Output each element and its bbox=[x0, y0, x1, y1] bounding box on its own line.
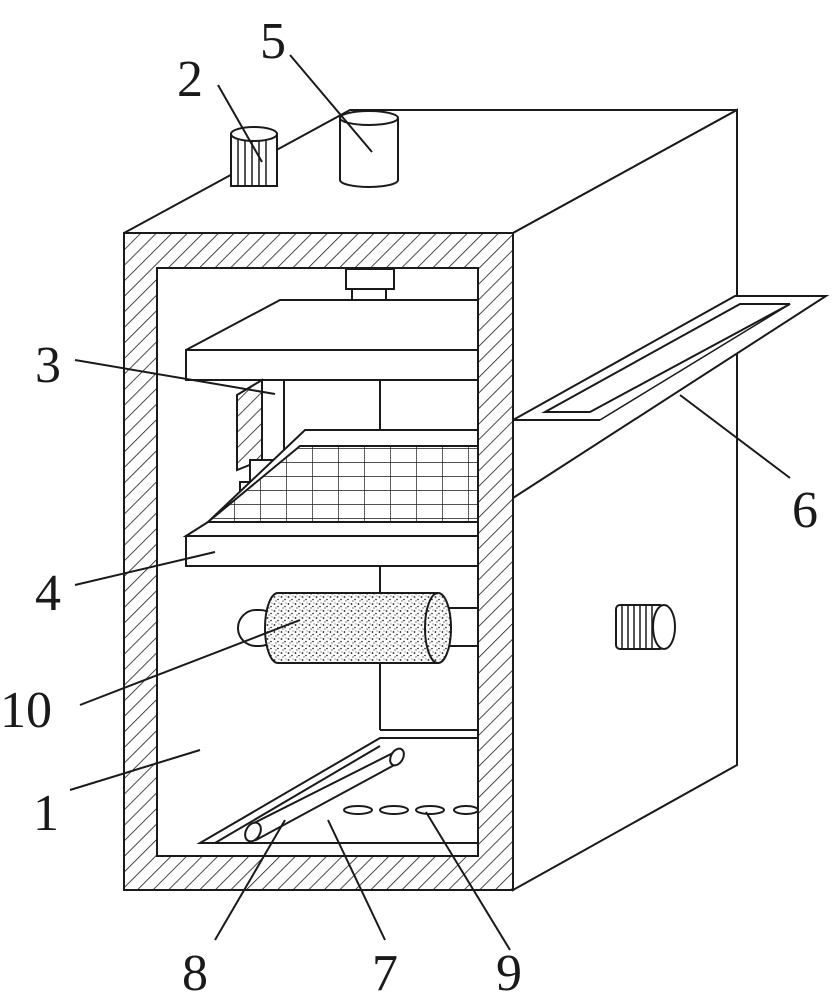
side-chute bbox=[512, 295, 830, 500]
label-10: 10 bbox=[0, 682, 52, 739]
label-9: 9 bbox=[496, 945, 522, 1000]
label-8: 8 bbox=[182, 945, 208, 1000]
cabinet-body bbox=[123, 108, 738, 892]
leader-lines bbox=[69, 54, 791, 951]
label-1: 1 bbox=[33, 785, 59, 842]
label-7: 7 bbox=[372, 945, 398, 1000]
top-cup bbox=[339, 110, 399, 188]
side-knob bbox=[615, 604, 676, 650]
number-labels: 1 2 3 4 5 6 7 8 9 10 bbox=[0, 13, 818, 1000]
upper-plate bbox=[185, 299, 479, 381]
roller bbox=[237, 592, 479, 664]
label-3: 3 bbox=[35, 337, 61, 394]
label-4: 4 bbox=[35, 565, 61, 622]
label-5: 5 bbox=[260, 13, 286, 70]
lower-plate bbox=[185, 535, 479, 567]
label-6: 6 bbox=[792, 482, 818, 539]
top-knob bbox=[230, 126, 278, 187]
label-2: 2 bbox=[177, 51, 203, 108]
mesh-tray bbox=[182, 429, 479, 537]
bottom-tray bbox=[196, 737, 479, 844]
